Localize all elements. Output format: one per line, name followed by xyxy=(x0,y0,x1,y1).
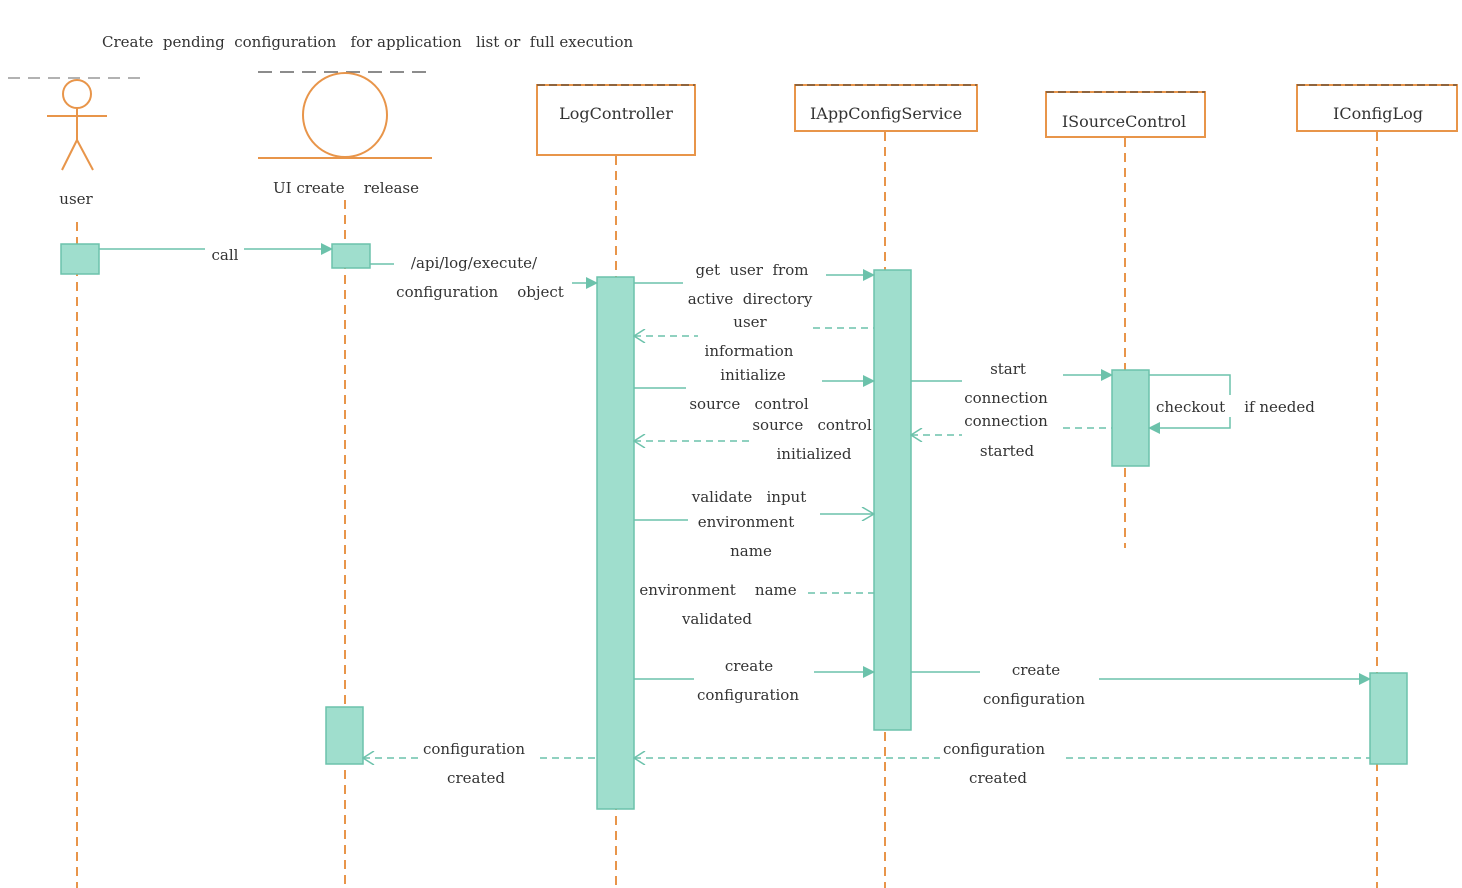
message-label: created xyxy=(447,769,505,787)
message-label: connection xyxy=(964,412,1048,430)
message-label: configuration xyxy=(983,690,1085,708)
activation-logcontroller xyxy=(596,276,635,810)
message-environment-validated: environment name validated xyxy=(639,581,874,628)
lifelines xyxy=(76,132,1378,888)
message-label: connection xyxy=(964,389,1048,407)
message-get-user: get user from active directory xyxy=(634,261,875,308)
activation-ui-call xyxy=(331,243,371,269)
message-connection-started: connection started xyxy=(911,412,1112,460)
message-label: source control xyxy=(689,395,808,413)
activation-appconfig xyxy=(873,269,912,731)
message-label: create xyxy=(725,657,773,675)
message-label: initialized xyxy=(777,445,852,463)
participant-label-ui: UI create release xyxy=(273,179,419,197)
participant-label-configlog: IConfigLog xyxy=(1333,104,1423,123)
message-configuration-created-2: configuration created xyxy=(634,740,1370,787)
message-label: user xyxy=(733,313,767,331)
message-label: source control xyxy=(752,416,871,434)
participant-ui: UI create release xyxy=(258,71,432,197)
message-create-configuration-1: create configuration xyxy=(634,657,875,704)
message-label: start xyxy=(990,360,1026,378)
message-label: get user from xyxy=(696,261,809,279)
message-label: call xyxy=(212,246,239,264)
diagram-title: Create pending configuration for applica… xyxy=(102,33,633,51)
activation-configlog xyxy=(1369,672,1408,765)
message-label: initialize xyxy=(720,366,786,384)
message-source-control-initialized: source control initialized xyxy=(634,416,872,463)
participant-configlog: IConfigLog xyxy=(1296,84,1458,132)
message-label: /api/log/execute/ xyxy=(411,254,538,272)
message-label: environment name xyxy=(639,581,796,599)
participant-logcontroller: LogController xyxy=(536,84,696,156)
activations xyxy=(60,243,1408,810)
message-label: checkout if needed xyxy=(1156,398,1315,416)
message-label: active directory xyxy=(688,290,813,308)
message-label: validated xyxy=(681,610,752,628)
activation-ui-result xyxy=(325,706,364,765)
message-call: call xyxy=(99,243,333,264)
message-api-execute: /api/log/execute/ configuration object xyxy=(370,254,598,301)
activation-user xyxy=(60,243,100,275)
message-user-information: user information xyxy=(634,313,874,360)
actor-icon xyxy=(47,79,107,171)
participant-label-user: user xyxy=(59,190,93,208)
participant-appconfig: IAppConfigService xyxy=(794,84,978,132)
participant-label-sourcecontrol: ISourceControl xyxy=(1062,112,1186,131)
participant-label-logcontroller: LogController xyxy=(559,104,673,123)
participant-user: user xyxy=(8,77,148,208)
message-label: started xyxy=(980,442,1035,460)
participant-label-appconfig: IAppConfigService xyxy=(810,104,962,123)
message-create-configuration-2: create configuration xyxy=(911,661,1371,708)
message-label: configuration xyxy=(697,686,799,704)
message-label: validate input xyxy=(691,488,807,506)
participant-box xyxy=(1296,84,1458,132)
message-validate-environment: validate input environment name xyxy=(634,488,874,560)
participant-sourcecontrol: ISourceControl xyxy=(1045,91,1206,138)
message-configuration-created-1: configuration created xyxy=(363,740,597,787)
message-label: configuration xyxy=(423,740,525,758)
message-label: information xyxy=(705,342,794,360)
message-label: configuration xyxy=(943,740,1045,758)
message-label: configuration object xyxy=(396,283,564,301)
boundary-circle-icon xyxy=(302,72,388,158)
message-label: environment xyxy=(698,513,794,531)
message-initialize-source-control: initialize source control xyxy=(634,366,875,413)
message-label: created xyxy=(969,769,1027,787)
message-start-connection: start connection xyxy=(911,360,1113,407)
activation-sourcecontrol xyxy=(1111,369,1150,467)
message-label: name xyxy=(730,542,772,560)
message-checkout-self: checkout if needed xyxy=(1148,374,1315,434)
message-label: create xyxy=(1012,661,1060,679)
